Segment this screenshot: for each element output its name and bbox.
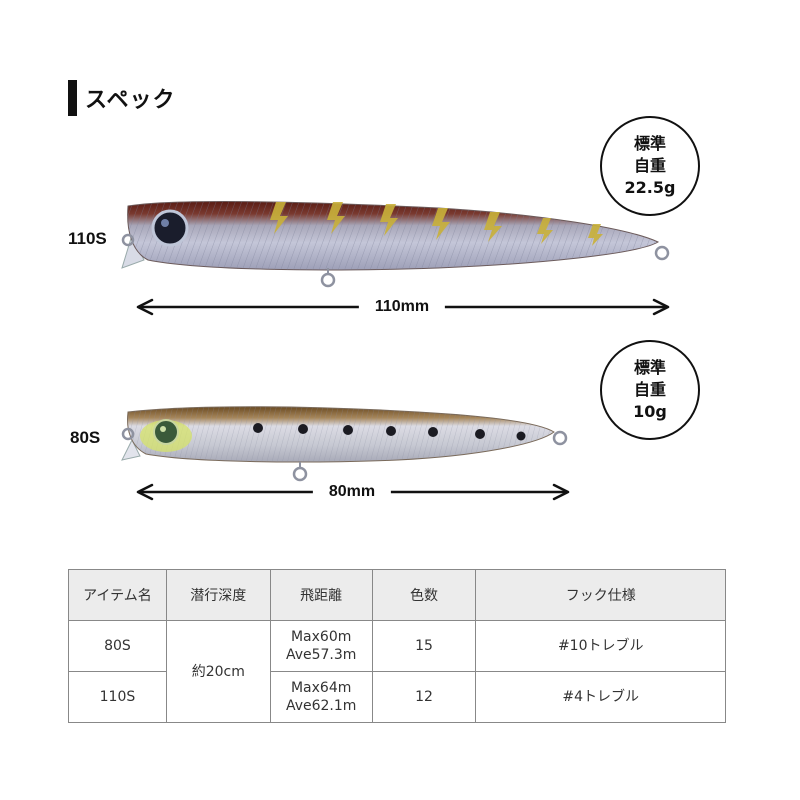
weight-badge-value: 22.5g: [624, 178, 676, 197]
weight-badge-80s: 標準 自重 10g: [600, 340, 700, 440]
table-row: 80S 約20cm Max60m Ave57.3m 15 #10トレブル: [68, 620, 726, 723]
cell-item: 110S: [68, 671, 167, 723]
cell-hook: #4トレブル: [475, 671, 726, 723]
section-heading: スペック: [68, 80, 175, 116]
weight-badge-line: 自重: [633, 156, 666, 175]
table-header-row: アイテム名 潜行深度 飛距離 色数 フック仕様: [68, 569, 726, 621]
table-row: 110S Max64m Ave62.1m 12 #4トレブル: [68, 671, 726, 723]
header-distance: 飛距離: [269, 569, 373, 621]
spec-table: アイテム名 潜行深度 飛距離 色数 フック仕様 80S 約20cm Max60m…: [68, 569, 726, 723]
lure-110s-label: 110S: [68, 229, 107, 248]
header-item-name: アイテム名: [68, 569, 167, 621]
cell-distance: Max64m Ave62.1m: [269, 671, 373, 723]
weight-badge-110s: 標準 自重 22.5g: [600, 116, 700, 216]
lure-80s-label: 80S: [70, 428, 101, 447]
cell-item: 80S: [68, 620, 167, 672]
lure-80s-image: [121, 406, 568, 482]
header-depth: 潜行深度: [165, 569, 271, 621]
distance-max: Max64m: [290, 680, 352, 696]
cell-depth: 約20cm: [165, 620, 271, 723]
distance-max: Max60m: [290, 629, 352, 645]
section-title: スペック: [85, 88, 176, 113]
cell-distance: Max60m Ave57.3m: [269, 620, 373, 672]
length-label-80s: 80mm: [312, 477, 392, 507]
heading-bar: [68, 80, 77, 116]
header-hook: フック仕様: [475, 569, 726, 621]
distance-ave: Ave62.1m: [285, 698, 357, 714]
length-measure-80s: 80mm: [136, 477, 570, 507]
distance-ave: Ave57.3m: [285, 647, 357, 663]
cell-colors: 12: [371, 671, 477, 723]
cell-hook: #10トレブル: [475, 620, 726, 672]
header-colors: 色数: [371, 569, 477, 621]
length-measure-110s: 110mm: [136, 292, 670, 322]
weight-badge-line: 標準: [633, 134, 666, 153]
weight-badge-line: 自重: [633, 380, 666, 399]
lure-110s-image: [121, 201, 670, 288]
weight-badge-line: 標準: [633, 358, 666, 377]
length-label-110s: 110mm: [358, 292, 446, 322]
cell-colors: 15: [371, 620, 477, 672]
weight-badge-value: 10g: [633, 402, 667, 421]
